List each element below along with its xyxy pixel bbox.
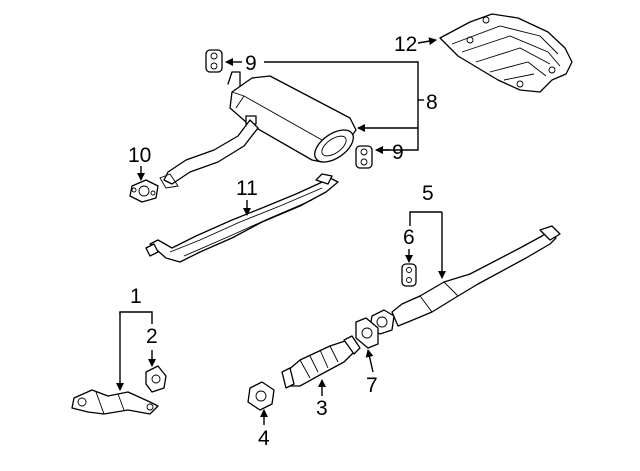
gasket-part-7 <box>355 317 379 349</box>
hanger-part-9-upper <box>205 49 223 73</box>
gasket-part-4 <box>247 381 275 411</box>
muffler-part-8 <box>227 71 357 163</box>
callout-6: 6 <box>403 226 415 249</box>
callout-8: 8 <box>426 91 438 114</box>
heat-shield-part-12 <box>439 13 573 93</box>
leader-5-bracket <box>409 211 442 226</box>
gasket-part-10 <box>129 179 159 203</box>
gasket-part-2 <box>145 365 167 393</box>
leader-12 <box>417 37 437 46</box>
callout-9-lower: 9 <box>392 141 404 164</box>
leader-9-to-8 <box>264 61 419 151</box>
leader-7 <box>365 349 374 373</box>
callout-12: 12 <box>394 33 417 56</box>
catalytic-converter-part-3 <box>281 335 361 389</box>
callout-11: 11 <box>236 177 258 200</box>
center-pipe-part-5 <box>369 225 561 335</box>
hanger-part-6 <box>401 263 417 287</box>
manifold-converter-part-1 <box>71 389 159 415</box>
callout-3: 3 <box>316 397 328 420</box>
callout-1: 1 <box>130 285 142 308</box>
callout-9-upper: 9 <box>245 52 257 75</box>
hanger-part-9-lower <box>355 145 373 169</box>
callout-5: 5 <box>422 182 434 205</box>
leader-1-bracket <box>119 311 153 324</box>
callout-10: 10 <box>128 144 151 167</box>
callout-2: 2 <box>146 325 158 348</box>
callout-7: 7 <box>366 374 378 397</box>
callout-4: 4 <box>258 427 270 450</box>
intermediate-pipe-to-muffler <box>159 119 259 189</box>
heat-shield-part-11 <box>145 173 339 263</box>
